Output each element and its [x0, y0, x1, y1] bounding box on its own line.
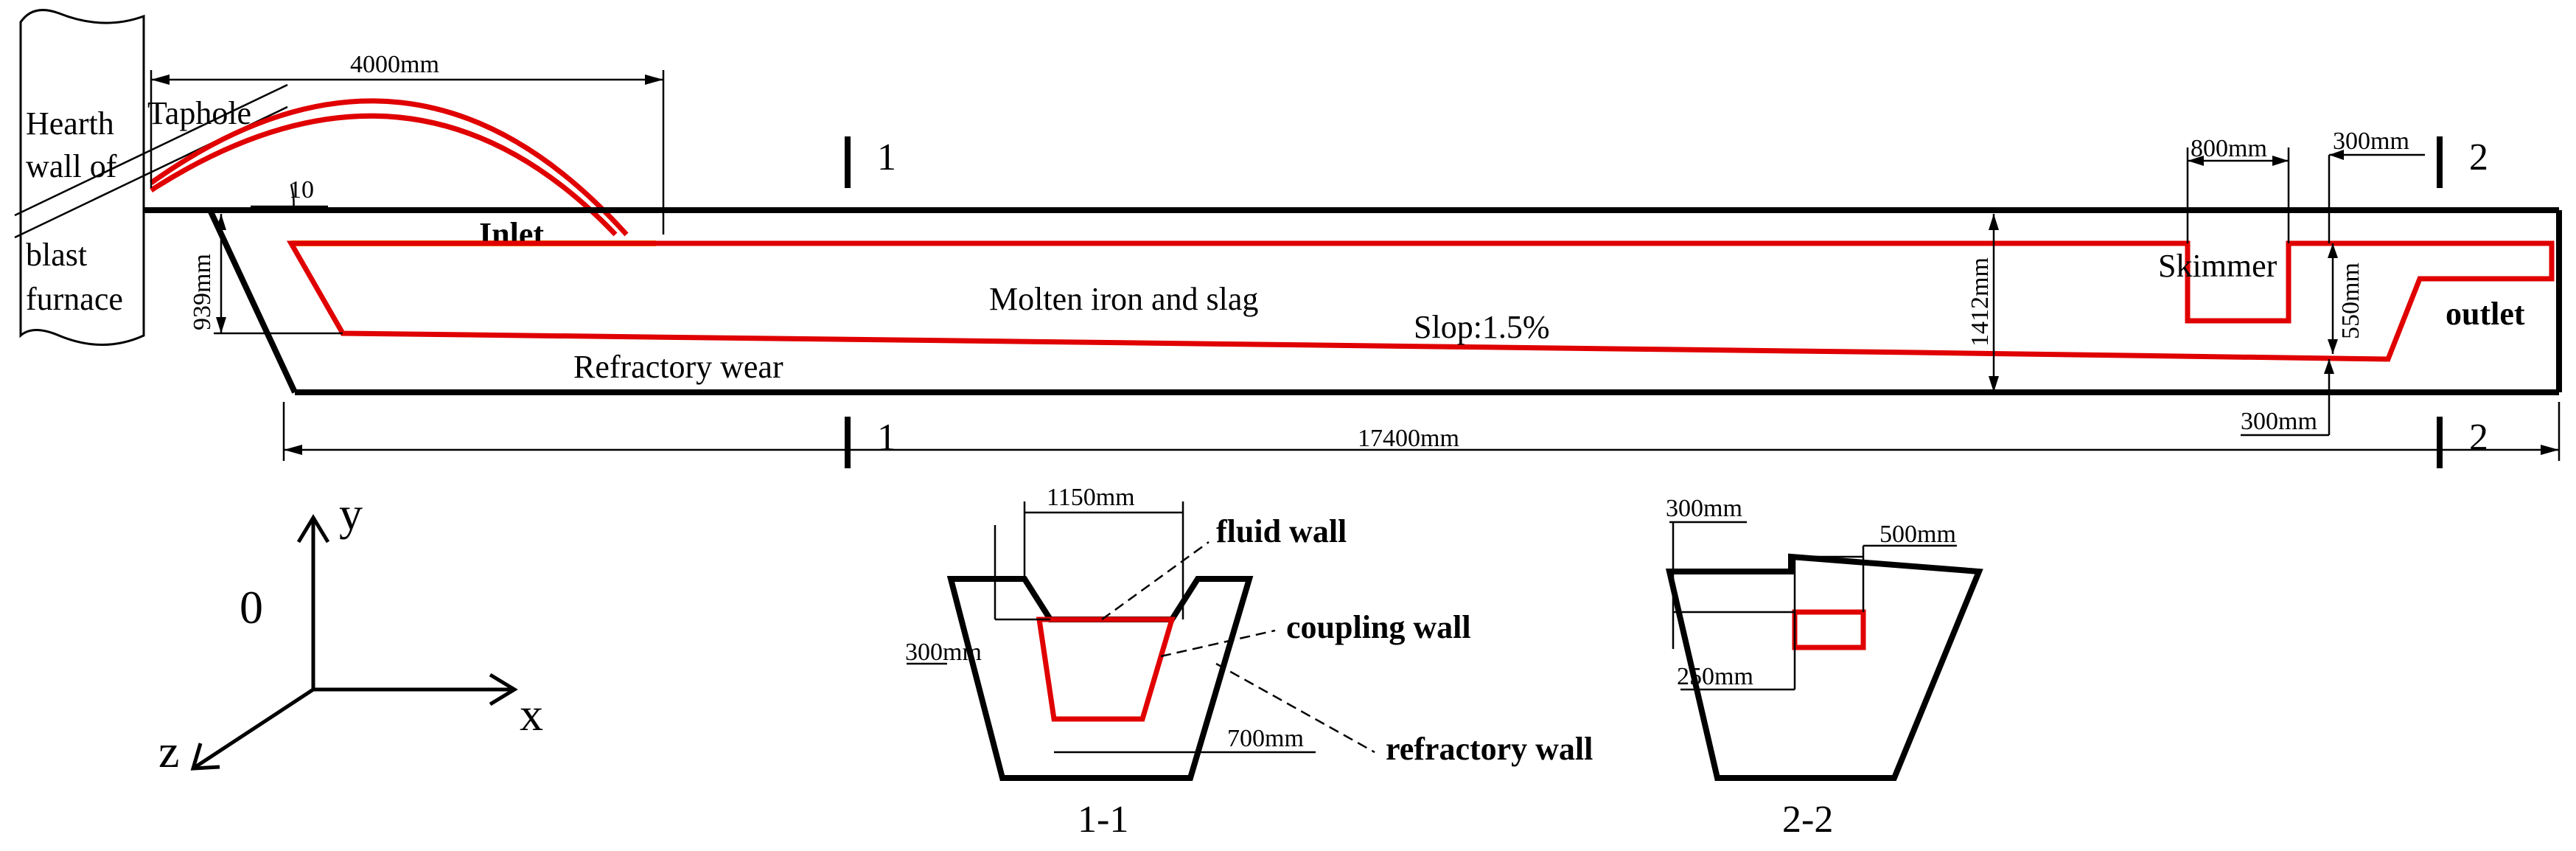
dim-300-bot — [2241, 359, 2334, 437]
dim-500-label: 500mm — [1879, 521, 1956, 548]
dim-700-label: 700mm — [1227, 725, 1304, 752]
angle-arc — [290, 184, 295, 211]
iron-stream-inner — [150, 113, 618, 237]
hearth-label-3: blast — [26, 237, 87, 273]
inlet-label: Inlet — [479, 216, 544, 252]
cut-1-top-label: 1 — [877, 136, 896, 178]
outlet-label: outlet — [2446, 296, 2525, 332]
dim-1412-label: 1412mm — [1966, 257, 1994, 347]
coordinate-axes — [190, 514, 518, 771]
dim-300-top-label: 300mm — [2333, 128, 2409, 155]
axis-z-label: z — [158, 725, 179, 777]
hearth-label-4: furnace — [26, 281, 123, 317]
dim-300-bot-label: 300mm — [2241, 408, 2317, 435]
cut-2-top-label: 2 — [2469, 136, 2488, 178]
section-1-1 — [907, 501, 1375, 781]
dim-300-s1-label: 300mm — [905, 639, 982, 666]
coupling-wall-label: coupling wall — [1286, 609, 1471, 645]
dim-550 — [2328, 243, 2338, 354]
dim-550-label: 550mm — [2337, 263, 2364, 339]
dim-250-label: 250mm — [1677, 663, 1753, 690]
hearth-label-2: wall of — [26, 148, 117, 184]
refractory-wall-label: refractory wall — [1386, 731, 1593, 767]
dim-10-label: 10 — [289, 176, 314, 204]
refractory-wear-label: Refractory wear — [573, 349, 783, 385]
dim-800 — [2186, 147, 2290, 243]
cut-1-bot-label: 1 — [877, 417, 896, 459]
trough-outline — [144, 207, 2562, 395]
dim-300-s2-label: 300mm — [1666, 495, 1742, 522]
molten-label: Molten iron and slag — [989, 281, 1258, 317]
dim-1412 — [1989, 214, 1999, 392]
section-2-2 — [1665, 521, 1983, 781]
skimmer-label: Skimmer — [2158, 248, 2277, 284]
dim-939 — [214, 214, 343, 335]
axis-y-label: y — [339, 487, 363, 540]
dim-17400-label: 17400mm — [1358, 425, 1459, 452]
dim-1150-label: 1150mm — [1047, 484, 1135, 511]
taphole-label: Taphole — [147, 95, 251, 131]
iron-stream-outer — [149, 98, 629, 237]
dim-939-label: 939mm — [189, 254, 216, 330]
axis-origin-label: 0 — [240, 581, 263, 633]
section-1-1-label: 1-1 — [1078, 799, 1128, 841]
fluid-boundary — [286, 240, 2555, 362]
fluid-wall-label: fluid wall — [1216, 513, 1347, 549]
dim-300-top — [2328, 150, 2425, 243]
slope-label: Slop:1.5% — [1414, 309, 1550, 345]
dim-17400 — [282, 402, 2561, 461]
cut-2-bot-label: 2 — [2469, 417, 2488, 459]
dim-800-label: 800mm — [2191, 135, 2267, 162]
dim-4000 — [150, 70, 665, 235]
axis-x-label: x — [520, 688, 543, 740]
dim-4000-label: 4000mm — [350, 51, 439, 78]
section-2-2-label: 2-2 — [1782, 799, 1833, 841]
hearth-label-1: Hearth — [26, 105, 114, 142]
